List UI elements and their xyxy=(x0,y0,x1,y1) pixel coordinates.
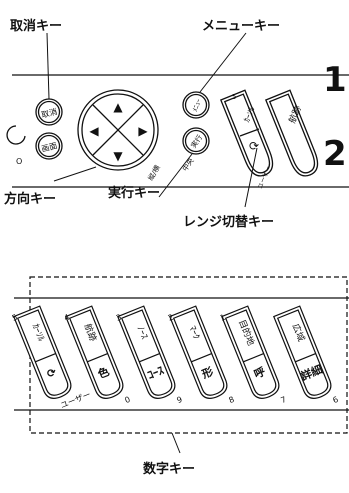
number-keys-leader xyxy=(171,432,181,454)
number-key-number: 3 xyxy=(115,313,123,323)
cancel-button[interactable]: 取消 xyxy=(35,98,63,126)
number-key[interactable]: ﾉｰｽ ｺｰｽ 3 9 xyxy=(115,303,184,415)
refresh-icon: ⟳ xyxy=(249,139,259,153)
number-key-under-label: 7 xyxy=(279,395,287,405)
number-key-under-label: 9 xyxy=(175,395,183,405)
number-key-bottom-label: ｺｰｽ xyxy=(146,364,167,382)
number-key-divider xyxy=(35,353,56,363)
number-key-divider xyxy=(191,353,212,363)
number-key-divider xyxy=(295,353,316,363)
cancel-leader xyxy=(46,32,50,100)
number-key-number: 1 xyxy=(219,313,227,323)
screen-button-label: 画面 xyxy=(40,141,58,154)
arrow-up-icon[interactable]: ▲ xyxy=(113,100,123,114)
number-key-number: 4 xyxy=(63,313,71,323)
arrow-right-icon[interactable]: ▶ xyxy=(138,124,148,138)
number-key-divider xyxy=(243,353,264,363)
number-key-body xyxy=(117,305,176,399)
number-key-top-label: ﾏｰｸ xyxy=(186,324,201,341)
cancel-button-label: 取消 xyxy=(40,106,58,120)
number-key-inner xyxy=(120,309,173,396)
menu-button-label: ﾒﾆｭｰ xyxy=(191,98,203,113)
step-number-1: 1 xyxy=(323,60,347,100)
dpad-sublabel: 縦/横 xyxy=(146,163,162,182)
number-key-number: 5 xyxy=(11,313,19,323)
direction-leader xyxy=(53,166,97,182)
arrow-down-icon[interactable]: ▼ xyxy=(113,149,123,163)
number-key-inner xyxy=(16,309,69,396)
number-key-body xyxy=(273,305,332,399)
track-key-partial[interactable]: 航跡 xyxy=(264,89,322,179)
number-key-inner xyxy=(276,309,329,396)
number-key-body xyxy=(13,305,72,399)
direction-pad[interactable]: ▲ ▼ ◀ ▶ xyxy=(77,89,159,171)
arrow-left-icon[interactable]: ◀ xyxy=(89,124,99,138)
direction-key-callout: 方向キー xyxy=(4,192,57,207)
number-key-number: 2 xyxy=(167,313,175,323)
number-key-bottom-label: 形 xyxy=(200,365,215,381)
number-key-inner xyxy=(172,309,225,396)
number-key-body xyxy=(169,305,228,399)
key-5-number: 5 xyxy=(232,93,236,101)
number-keys-callout: 数字キー xyxy=(143,462,196,477)
number-key-inner xyxy=(224,309,277,396)
left-edge-mark: O xyxy=(16,157,22,166)
screen-button[interactable]: 画面 xyxy=(35,132,63,160)
number-key[interactable]: ﾏｰｸ 形 2 8 xyxy=(167,303,236,415)
number-key-under-label: 8 xyxy=(227,395,235,405)
number-key-body xyxy=(221,305,280,399)
number-key-bottom-label: 色 xyxy=(96,364,111,381)
number-key-inner xyxy=(68,309,121,396)
number-key-top-label: ﾉｰｽ xyxy=(134,325,149,342)
menu-leader xyxy=(199,32,247,93)
execute-button[interactable]: 実行 xyxy=(182,127,210,155)
number-key-under-label: 6 xyxy=(331,395,339,405)
callout-leaders xyxy=(46,32,258,208)
number-key-divider xyxy=(139,353,160,363)
menu-button[interactable]: ﾒﾆｭｰ xyxy=(182,91,210,119)
execute-leader xyxy=(158,153,193,198)
number-key-bottom-label: 呼 xyxy=(252,364,267,381)
number-key-divider xyxy=(87,353,108,363)
number-key-body xyxy=(65,305,124,399)
top-panel: 取消 画面 O ▲ ▼ ◀ ▶ 縦/横 xyxy=(6,32,349,208)
execute-key-callout: 実行キー xyxy=(108,186,161,201)
partial-dial-left xyxy=(6,125,26,145)
number-key-under-label: 0 xyxy=(123,395,131,405)
menu-key-callout: メニューキー xyxy=(202,19,281,34)
range-switch-key[interactable]: ｶｰｿﾙ ⟳ xyxy=(219,89,277,179)
range-switch-key-callout: レンジ切替キー xyxy=(183,215,275,230)
cancel-key-callout: 取消キー xyxy=(10,19,63,34)
step-number-2: 2 xyxy=(323,134,347,174)
range-leader xyxy=(244,147,258,208)
